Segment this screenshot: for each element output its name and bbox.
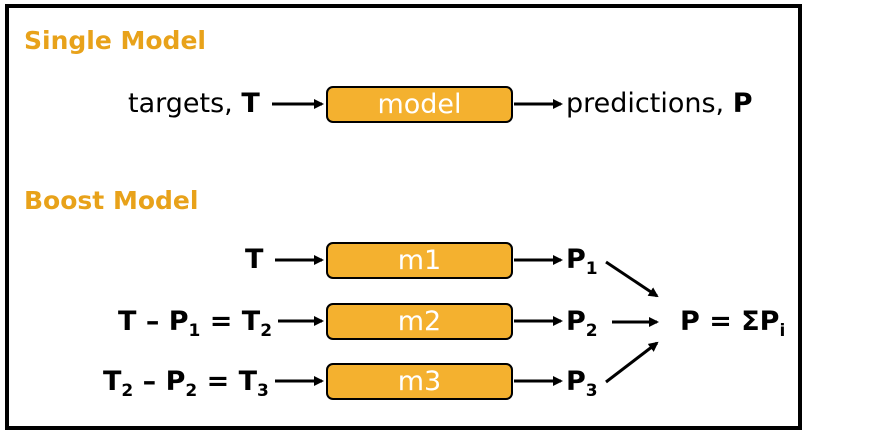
single-input-text: targets, [128, 88, 242, 119]
row2-input-minus-p: – P [136, 306, 189, 337]
single-output-symbol: P [732, 88, 753, 119]
boost-row3-input: T2 – P2 = T3 [103, 366, 269, 400]
row3-input-sub2: 3 [257, 381, 269, 401]
row2-input-t: T [118, 306, 137, 337]
row2-input-sub1: 1 [188, 321, 201, 341]
single-input-label: targets, T [128, 90, 260, 117]
boost-row1-output: P1 [566, 244, 598, 278]
single-output-text: predictions, [566, 88, 733, 119]
boost-m3-box: m3 [326, 363, 513, 400]
row1-input-t: T [245, 244, 264, 275]
boost-m1-box: m1 [326, 242, 513, 279]
row3-output-p: P [566, 366, 586, 397]
single-model-title: Single Model [24, 26, 206, 55]
row2-output-p: P [566, 306, 586, 337]
single-model-box: model [326, 86, 513, 123]
row1-output-sub: 1 [585, 259, 598, 279]
boost-m2-box: m2 [326, 303, 513, 340]
boost-row2-input: T – P1 = T2 [118, 306, 272, 340]
single-input-symbol: T [241, 88, 260, 119]
row3-input-t: T [103, 366, 122, 397]
diagram-frame [5, 4, 802, 430]
row2-input-eq-t: = T [200, 306, 261, 337]
result-main: P = ΣP [680, 306, 780, 337]
boost-result: P = ΣPi [680, 306, 785, 340]
row3-input-sub1: 2 [185, 381, 198, 401]
row3-input-minus-p: – P [133, 366, 186, 397]
row1-output-p: P [566, 244, 586, 275]
row3-output-sub: 3 [585, 381, 598, 401]
boost-row2-output: P2 [566, 306, 598, 340]
boost-model-title: Boost Model [24, 186, 199, 215]
row3-input-eq-t: = T [197, 366, 258, 397]
boost-row3-output: P3 [566, 366, 598, 400]
row2-input-sub2: 2 [260, 321, 273, 341]
row2-output-sub: 2 [585, 321, 598, 341]
single-output-label: predictions, P [566, 90, 753, 117]
result-sub: i [779, 321, 786, 341]
boost-row1-input: T [245, 246, 263, 273]
row3-input-sub0: 2 [121, 381, 134, 401]
